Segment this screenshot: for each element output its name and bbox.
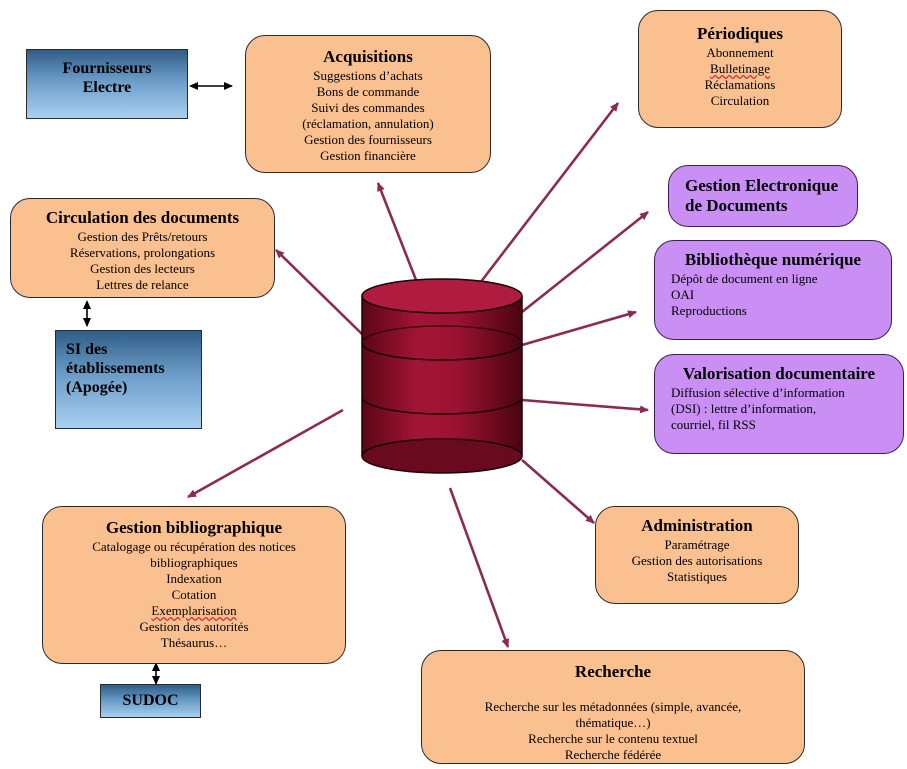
arrow-to-circulation	[275, 249, 364, 336]
gestion-biblio-line: bibliographiques	[150, 555, 238, 570]
recherche-line: Recherche sur le contenu textuel	[528, 731, 698, 746]
arrow-to-administration	[521, 459, 595, 524]
arrow-to-periodiques	[478, 102, 620, 284]
acquisitions-line: Gestion des fournisseurs	[304, 132, 432, 147]
periodiques-line: Circulation	[710, 93, 770, 108]
gestion-biblio-line: Cotation	[171, 587, 217, 602]
recherche-box: Recherche Recherche sur les métadonnées …	[421, 650, 805, 764]
circulation-line: Réservations, prolongations	[69, 245, 216, 260]
recherche-title: Recherche	[574, 662, 652, 681]
sudoc-label: SUDOC	[122, 692, 179, 709]
arrows	[187, 102, 649, 648]
valorisation-line: Diffusion sélective d’information	[671, 385, 845, 400]
bibnum-line: OAI	[671, 287, 695, 302]
administration-line: Gestion des autorisations	[631, 553, 763, 568]
valorisation-box: Valorisation documentaire Diffusion séle…	[654, 354, 904, 454]
circulation-box: Circulation des documents Gestion des Pr…	[10, 198, 275, 298]
acquisitions-title: Acquisitions	[323, 47, 413, 66]
circulation-line: Gestion des lecteurs	[90, 261, 195, 276]
ged-box: Gestion Electronique de Documents	[668, 165, 858, 227]
acquisitions-line: Bons de commande	[316, 84, 420, 99]
periodiques-line: Bulletinage	[710, 61, 770, 76]
si-line-3: (Apogée)	[66, 379, 128, 396]
periodiques-title: Périodiques	[697, 24, 783, 43]
acquisitions-line: (réclamation, annulation)	[302, 116, 434, 131]
gestion-bibliographique-box: Gestion bibliographique Catalogage ou ré…	[42, 506, 346, 664]
arrow-to-bibnum	[521, 310, 637, 347]
periodiques-box: Périodiques Abonnement Bulletinage Récla…	[638, 10, 842, 128]
si-line-1: SI des	[66, 341, 108, 358]
recherche-line: thématique…)	[575, 715, 651, 730]
valorisation-line: (DSI) : lettre d’information,	[671, 401, 817, 416]
valorisation-line: courriel, fil RSS	[671, 417, 756, 432]
gestion-biblio-line: Exemplarisation	[151, 603, 237, 618]
acquisitions-line: Gestion financière	[320, 148, 416, 163]
fournisseurs-line-2: Electre	[82, 79, 132, 96]
gestion-biblio-line: Gestion des autorités	[139, 619, 249, 634]
periodiques-line: Réclamations	[704, 77, 776, 92]
gestion-biblio-line: Thésaurus…	[160, 635, 228, 650]
acquisitions-box: Acquisitions Suggestions d’achats Bons d…	[245, 35, 491, 173]
bibliotheque-numerique-box: Bibliothèque numérique Dépôt de document…	[654, 240, 892, 340]
administration-line: Statistiques	[667, 569, 727, 584]
arrow-to-recherche	[448, 487, 510, 648]
administration-title: Administration	[641, 516, 753, 535]
bibnum-line: Reproductions	[671, 303, 747, 318]
acquisitions-line: Suivi des commandes	[311, 100, 425, 115]
ged-title-line-1: Gestion Electronique	[685, 176, 839, 195]
external-links	[83, 82, 233, 685]
gestion-biblio-line: Indexation	[166, 571, 222, 586]
recherche-line: Recherche sur les métadonnées (simple, a…	[484, 699, 742, 714]
bibnum-line: Dépôt de document en ligne	[671, 271, 818, 286]
fournisseurs-line-1: Fournisseurs	[62, 60, 152, 77]
bibnum-title: Bibliothèque numérique	[684, 250, 862, 269]
gestion-biblio-line: Catalogage ou récupération des notices	[92, 539, 296, 554]
periodiques-line: Abonnement	[706, 45, 774, 60]
gestion-biblio-title: Gestion bibliographique	[105, 518, 283, 537]
valorisation-title: Valorisation documentaire	[682, 364, 876, 383]
ged-title-line-2: de Documents	[685, 196, 788, 215]
arrow-to-gestion-biblio	[187, 408, 344, 499]
circulation-line: Gestion des Prêts/retours	[77, 229, 208, 244]
fournisseurs-electre-box: Fournisseurs Electre	[26, 49, 188, 119]
acquisitions-line: Suggestions d’achats	[313, 68, 423, 83]
sudoc-box: SUDOC	[100, 684, 201, 718]
database-cylinder	[361, 278, 523, 474]
circulation-title: Circulation des documents	[45, 208, 240, 227]
arrow-to-valorisation	[521, 398, 649, 414]
arrow-to-ged	[521, 210, 649, 314]
si-line-2: établissements	[66, 360, 165, 377]
si-etablissements-box: SI des établissements (Apogée)	[55, 330, 202, 429]
arrow-to-acquisitions	[376, 182, 420, 286]
recherche-line: Recherche fédérée	[564, 747, 662, 762]
administration-box: Administration Paramétrage Gestion des a…	[595, 506, 799, 604]
administration-line: Paramétrage	[664, 537, 730, 552]
circulation-line: Lettres de relance	[96, 277, 189, 292]
